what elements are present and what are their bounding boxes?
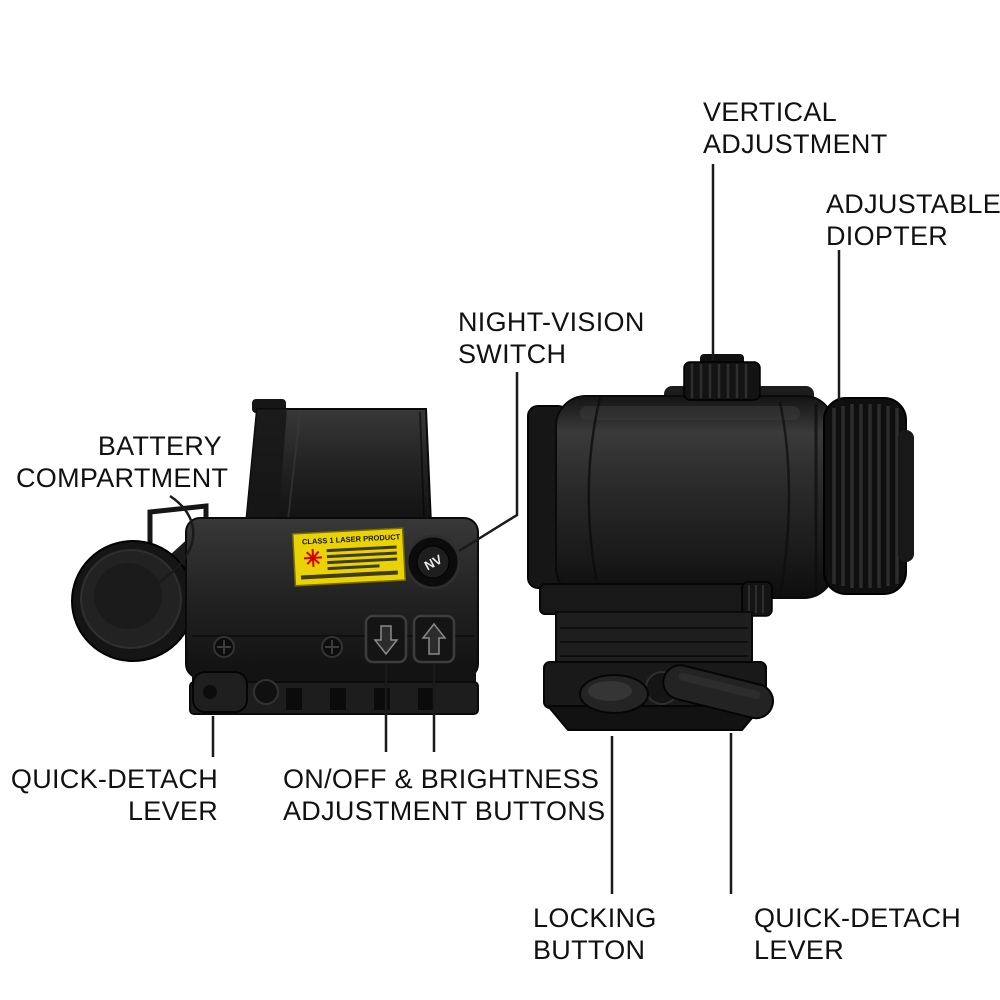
sight-mount-base <box>189 664 479 715</box>
label-adjustable-diopter: ADJUSTABLE DIOPTER <box>826 189 1000 252</box>
down-arrow-icon <box>373 625 399 656</box>
label-on-off-brightness-buttons: ON/OFF & BRIGHTNESS ADJUSTMENT BUTTONS <box>283 764 606 827</box>
warning-label-fine-print <box>300 545 398 580</box>
diopter-knurling <box>832 404 899 588</box>
crossbolt-nut <box>253 679 279 705</box>
laser-symbol-icon <box>303 548 323 567</box>
qd-lever-left-part <box>192 671 248 713</box>
brightness-buttons <box>364 614 456 664</box>
label-quick-detach-lever-right: QUICK-DETACH LEVER <box>754 903 962 966</box>
turret-knurling <box>690 364 748 398</box>
clamp-knob <box>741 581 773 617</box>
label-battery-compartment: BATTERY COMPARTMENT <box>16 431 229 494</box>
label-night-vision-switch: NIGHT-VISION SWITCH <box>458 307 645 370</box>
magnifier-mount <box>539 581 774 731</box>
holographic-sight-illustration: CLASS 1 LASER PRODUCT NV <box>71 399 479 715</box>
label-locking-button: LOCKING BUTTON <box>533 903 657 966</box>
callout-battery-compartment <box>144 494 195 592</box>
up-arrow-icon <box>421 622 447 655</box>
callout-night-vision-switch <box>458 372 519 553</box>
label-quick-detach-lever-left: QUICK-DETACH LEVER <box>10 764 218 827</box>
adjustable-diopter-ring <box>823 397 914 595</box>
vertical-adjustment-turret <box>683 354 761 401</box>
locking-button-part <box>579 674 649 714</box>
battery-compartment-cap <box>71 540 195 662</box>
night-vision-button: NV <box>405 534 461 590</box>
qd-lever-right-part <box>645 664 774 720</box>
body-screws <box>213 636 343 658</box>
sight-hood <box>244 399 433 525</box>
battery-cap-wire <box>147 503 209 548</box>
label-vertical-adjustment: VERTICAL ADJUSTMENT <box>703 97 888 160</box>
magnifier-illustration <box>527 354 914 731</box>
magnifier-body <box>555 395 835 599</box>
laser-warning-label: CLASS 1 LASER PRODUCT <box>291 527 407 587</box>
callout-lines <box>144 164 841 894</box>
